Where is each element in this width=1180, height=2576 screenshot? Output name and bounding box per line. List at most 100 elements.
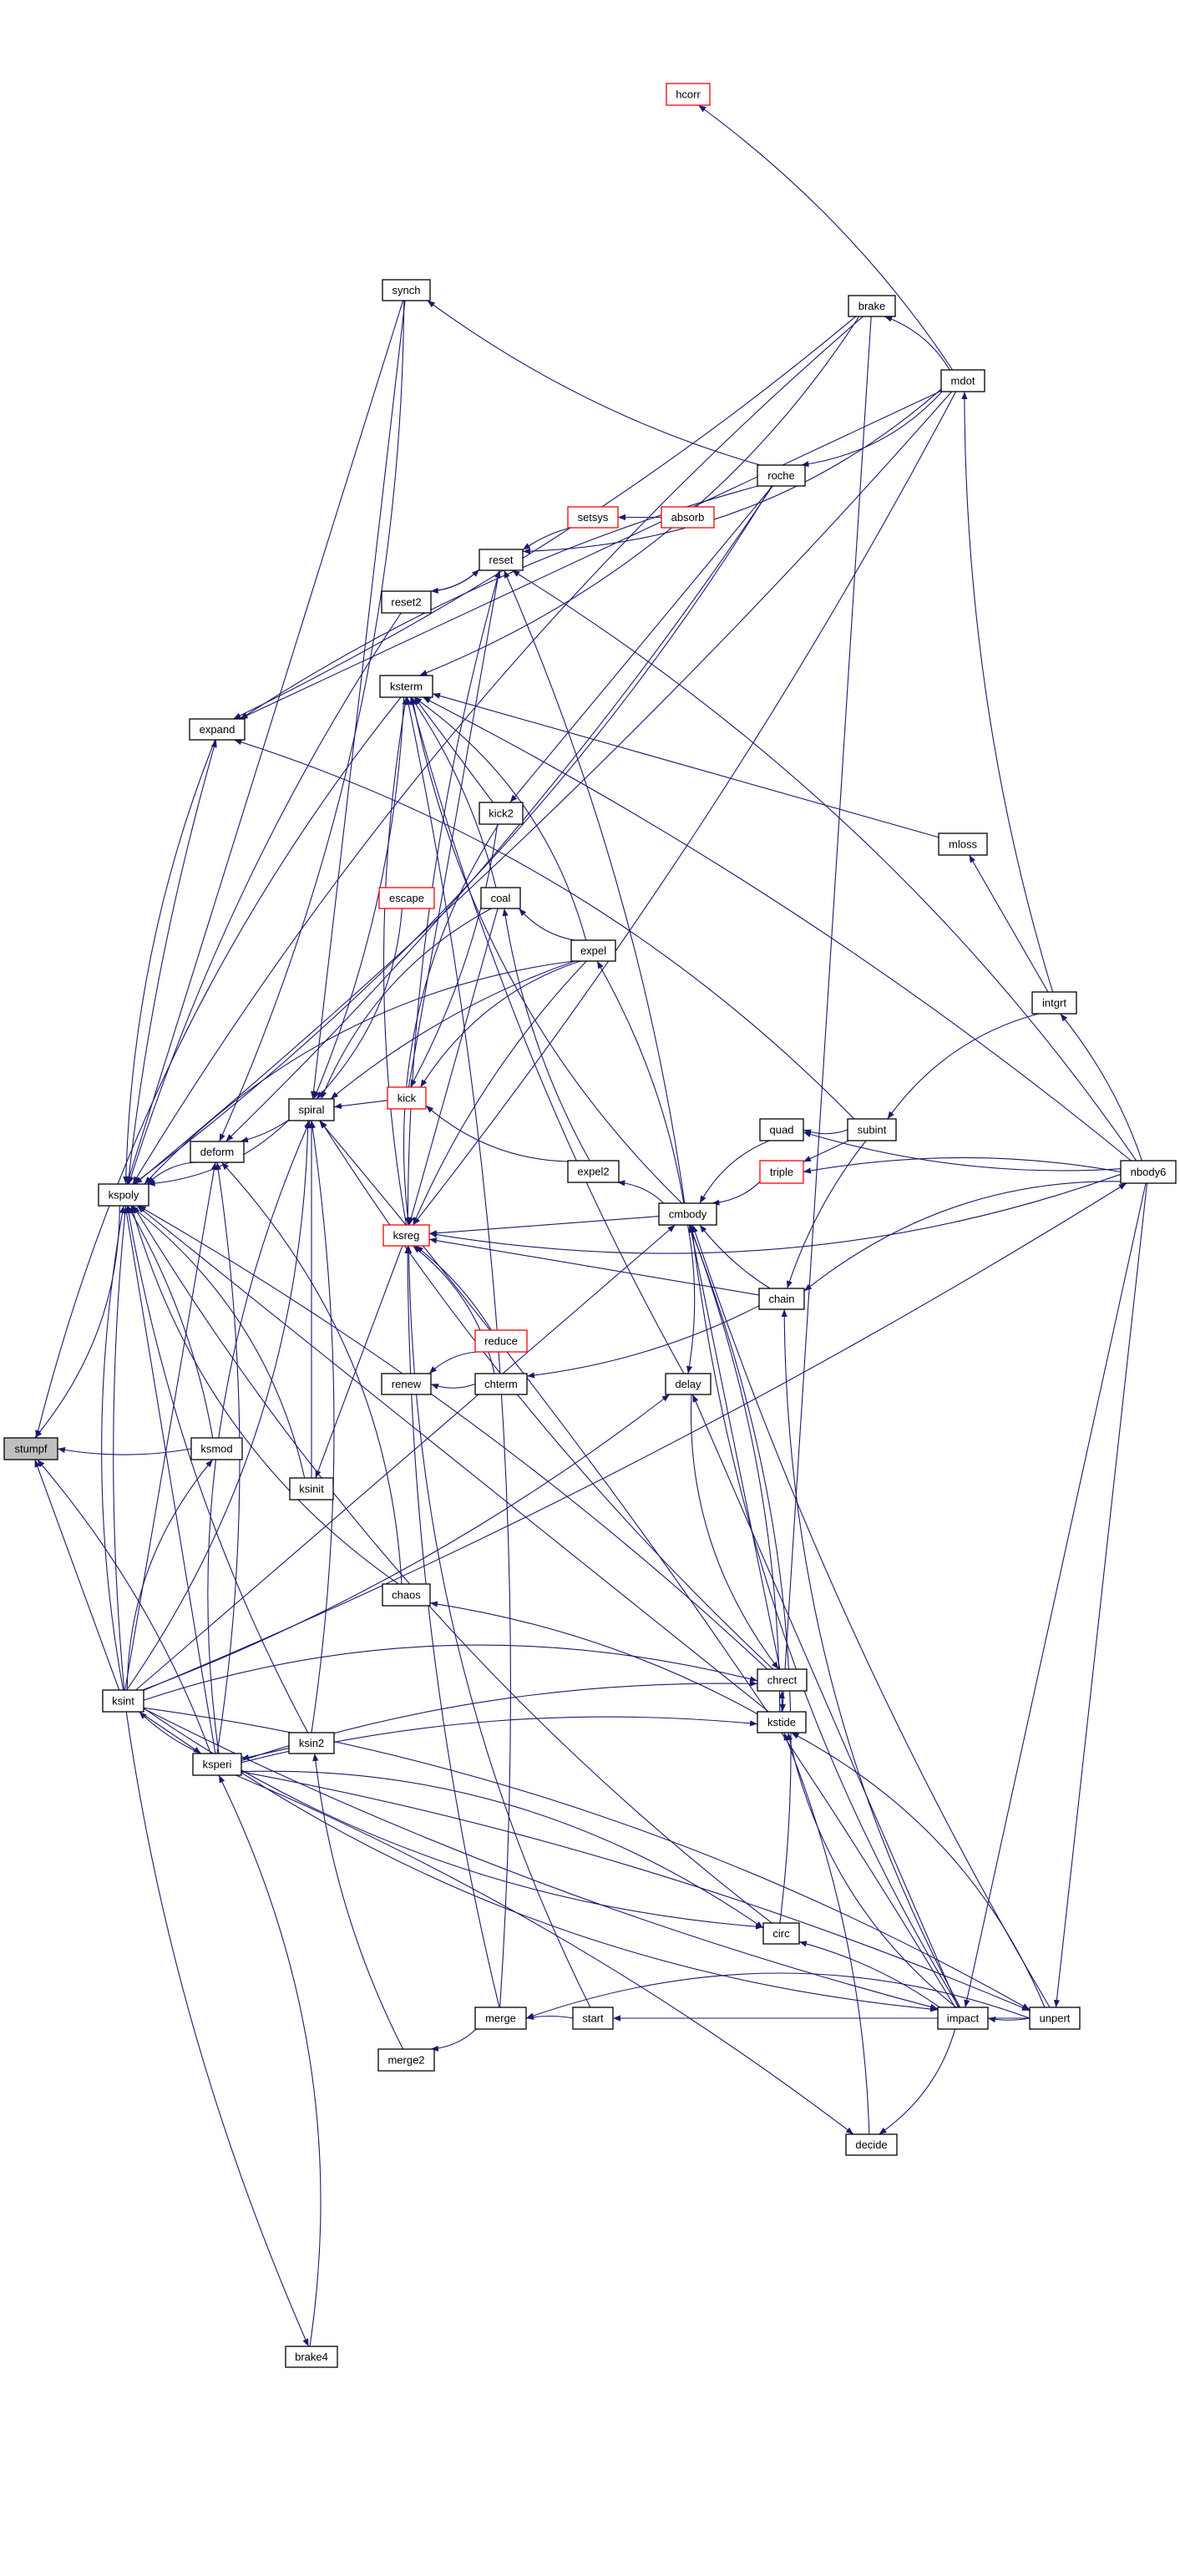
node-synch[interactable]: synch: [382, 279, 431, 301]
node-brake4[interactable]: brake4: [285, 2346, 338, 2368]
node-box[interactable]: [189, 718, 246, 741]
node-box[interactable]: [381, 1373, 432, 1395]
node-box[interactable]: [377, 2048, 435, 2072]
node-box[interactable]: [759, 1118, 804, 1141]
node-box[interactable]: [848, 295, 896, 317]
node-kstide[interactable]: kstide: [757, 1711, 807, 1733]
node-box[interactable]: [1029, 2007, 1081, 2030]
node-box[interactable]: [661, 506, 715, 529]
node-spiral[interactable]: spiral: [288, 1098, 335, 1121]
node-box[interactable]: [758, 1288, 805, 1310]
node-box[interactable]: [102, 1689, 144, 1713]
node-merge2[interactable]: merge2: [377, 2048, 435, 2072]
node-box[interactable]: [666, 83, 711, 106]
node-box[interactable]: [378, 887, 435, 909]
node-box[interactable]: [3, 1437, 58, 1460]
node-box[interactable]: [665, 1373, 712, 1395]
node-box[interactable]: [567, 506, 619, 529]
node-triple[interactable]: triple: [759, 1160, 804, 1184]
node-box[interactable]: [190, 1141, 245, 1163]
node-box[interactable]: [479, 549, 524, 571]
node-ksinit[interactable]: ksinit: [289, 1477, 334, 1501]
node-box[interactable]: [379, 675, 433, 698]
node-reduce[interactable]: reduce: [474, 1329, 528, 1353]
node-intgrt[interactable]: intgrt: [1031, 991, 1077, 1015]
node-box[interactable]: [192, 1753, 242, 1776]
node-box[interactable]: [98, 1183, 149, 1207]
node-subint[interactable]: subint: [847, 1118, 897, 1141]
node-box[interactable]: [572, 2007, 614, 2030]
node-box[interactable]: [1120, 1160, 1177, 1184]
node-escape[interactable]: escape: [378, 887, 435, 909]
node-box[interactable]: [387, 1086, 427, 1110]
node-box[interactable]: [938, 833, 988, 856]
node-box[interactable]: [757, 1711, 807, 1733]
node-box[interactable]: [759, 1160, 804, 1184]
node-cmbody[interactable]: cmbody: [658, 1202, 717, 1226]
node-box[interactable]: [479, 802, 524, 825]
node-chrect[interactable]: chrect: [757, 1668, 808, 1692]
node-box[interactable]: [474, 1373, 528, 1395]
node-box[interactable]: [285, 2346, 338, 2368]
node-chterm[interactable]: chterm: [474, 1373, 528, 1395]
node-renew[interactable]: renew: [381, 1373, 432, 1395]
node-box[interactable]: [567, 1160, 620, 1183]
node-ksmod[interactable]: ksmod: [190, 1437, 243, 1460]
node-mloss[interactable]: mloss: [938, 833, 988, 856]
node-kspoly[interactable]: kspoly: [98, 1183, 149, 1207]
node-unpert[interactable]: unpert: [1029, 2007, 1081, 2030]
node-ksperi[interactable]: ksperi: [192, 1753, 242, 1776]
node-box[interactable]: [757, 464, 806, 487]
node-delay[interactable]: delay: [665, 1373, 712, 1395]
node-box[interactable]: [288, 1732, 335, 1754]
node-box[interactable]: [845, 2133, 898, 2156]
node-box[interactable]: [658, 1202, 717, 1226]
node-ksint[interactable]: ksint: [102, 1689, 144, 1713]
node-hcorr[interactable]: hcorr: [666, 83, 711, 106]
node-expand[interactable]: expand: [189, 718, 246, 741]
node-box[interactable]: [288, 1098, 335, 1121]
node-decide[interactable]: decide: [845, 2133, 898, 2156]
node-quad[interactable]: quad: [759, 1118, 804, 1141]
node-box[interactable]: [474, 1329, 528, 1353]
node-box[interactable]: [1031, 991, 1077, 1015]
node-chaos[interactable]: chaos: [382, 1583, 431, 1607]
node-box[interactable]: [381, 590, 432, 614]
node-box[interactable]: [570, 939, 616, 962]
node-roche[interactable]: roche: [757, 464, 806, 487]
node-mdot[interactable]: mdot: [940, 369, 985, 392]
node-box[interactable]: [757, 1668, 808, 1692]
node-nbody6[interactable]: nbody6: [1120, 1160, 1177, 1184]
node-box[interactable]: [289, 1477, 334, 1501]
node-deform[interactable]: deform: [190, 1141, 245, 1163]
node-expel2[interactable]: expel2: [567, 1160, 620, 1183]
node-box[interactable]: [382, 1583, 431, 1607]
node-box[interactable]: [190, 1437, 243, 1460]
node-circ[interactable]: circ: [762, 1922, 800, 1945]
node-box[interactable]: [474, 2007, 527, 2030]
node-start[interactable]: start: [572, 2007, 614, 2030]
node-ksterm[interactable]: ksterm: [379, 675, 433, 698]
node-brake[interactable]: brake: [848, 295, 896, 317]
node-box[interactable]: [382, 279, 431, 301]
node-box[interactable]: [940, 369, 985, 392]
node-stumpf[interactable]: stumpf: [3, 1437, 58, 1460]
node-coal[interactable]: coal: [480, 887, 521, 909]
node-ksreg[interactable]: ksreg: [382, 1224, 430, 1247]
node-kick2[interactable]: kick2: [479, 802, 524, 825]
node-box[interactable]: [937, 2007, 989, 2030]
node-box[interactable]: [480, 887, 521, 909]
node-ksin2[interactable]: ksin2: [288, 1732, 335, 1754]
node-box[interactable]: [382, 1224, 430, 1247]
node-merge[interactable]: merge: [474, 2007, 527, 2030]
node-expel[interactable]: expel: [570, 939, 616, 962]
node-kick[interactable]: kick: [387, 1086, 427, 1110]
node-box[interactable]: [847, 1118, 897, 1141]
node-chain[interactable]: chain: [758, 1288, 805, 1310]
node-reset[interactable]: reset: [479, 549, 524, 571]
node-impact[interactable]: impact: [937, 2007, 989, 2030]
node-setsys[interactable]: setsys: [567, 506, 619, 529]
node-box[interactable]: [762, 1922, 800, 1945]
node-reset2[interactable]: reset2: [381, 590, 432, 614]
node-absorb[interactable]: absorb: [661, 506, 715, 529]
